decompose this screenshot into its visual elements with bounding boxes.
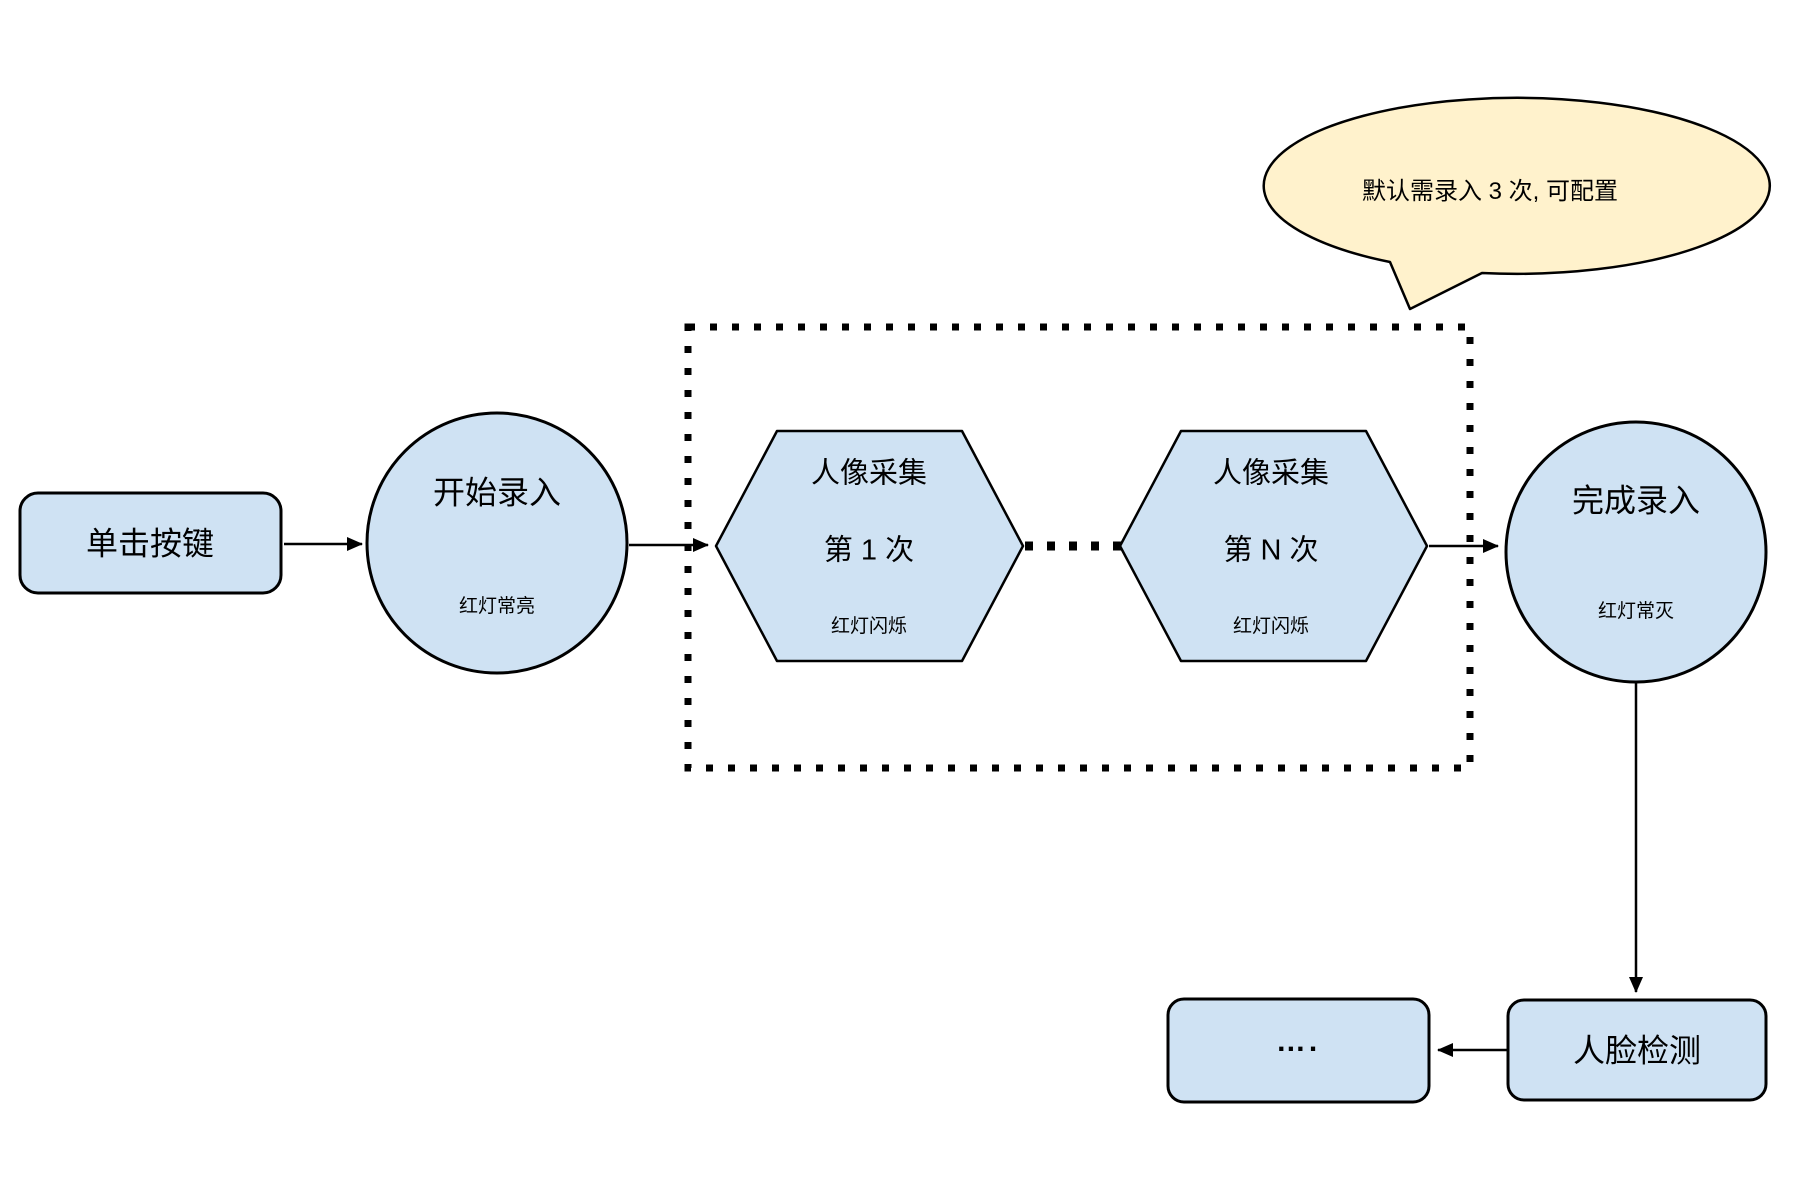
callout-text: 默认需录入 3 次, 可配置 [1361,178,1619,206]
capture-first-node-shape [714,429,1025,663]
capture-first-sublabel: 红灯闪烁 [830,616,908,638]
finish-record-node-shape [1504,420,1768,684]
capture-nth-node-shape [1118,429,1429,663]
start-record-label: 开始录入 [432,474,562,511]
capture-nth-line1: 人像采集 [1212,457,1330,490]
start-record-node-shape [365,411,629,675]
finish-record-label: 完成录入 [1571,482,1701,519]
more-steps-node-shape [1166,997,1431,1104]
loop-region-dotted-border [684,323,1474,772]
capture-nth-line2: 第 N 次 [1223,534,1319,567]
start-button-label: 单击按键 [85,525,215,562]
face-detect-label: 人脸检测 [1572,1032,1702,1069]
capture-first-line1: 人像采集 [810,457,928,490]
more-steps-label: …. [1275,1024,1321,1058]
capture-nth-sublabel: 红灯闪烁 [1232,616,1310,638]
finish-record-sublabel: 红灯常灭 [1597,601,1675,623]
face-detect-node-shape [1506,998,1768,1102]
capture-first-line2: 第 1 次 [823,534,915,567]
start-button-node-shape [18,491,283,595]
callout-bubble-shape [1262,96,1771,311]
start-record-sublabel: 红灯常亮 [458,596,536,618]
